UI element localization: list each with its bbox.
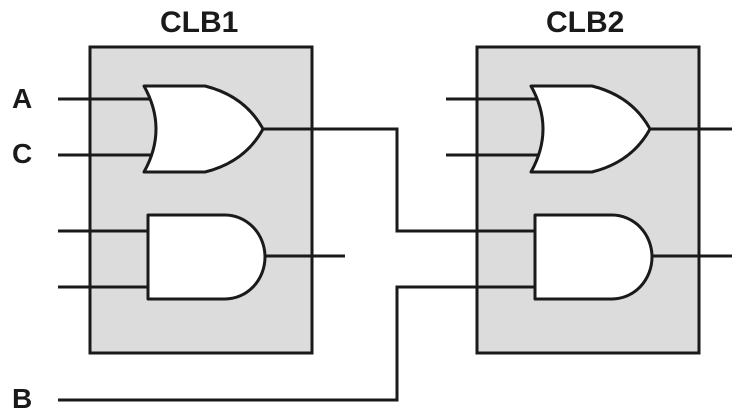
clb2-or-gate [529,84,652,174]
wire-clb1-or-to-clb2-and [263,127,535,233]
signal-label-c: C [12,138,33,169]
wire-b [58,285,535,402]
clb2-and-gate [533,213,654,301]
clb1-or-gate [142,84,265,174]
clb2-title: CLB2 [546,6,625,39]
clb1-title: CLB1 [160,6,239,39]
signal-label-b: B [12,383,33,414]
clb1-and-gate [146,213,267,301]
signal-label-a: A [12,83,33,114]
